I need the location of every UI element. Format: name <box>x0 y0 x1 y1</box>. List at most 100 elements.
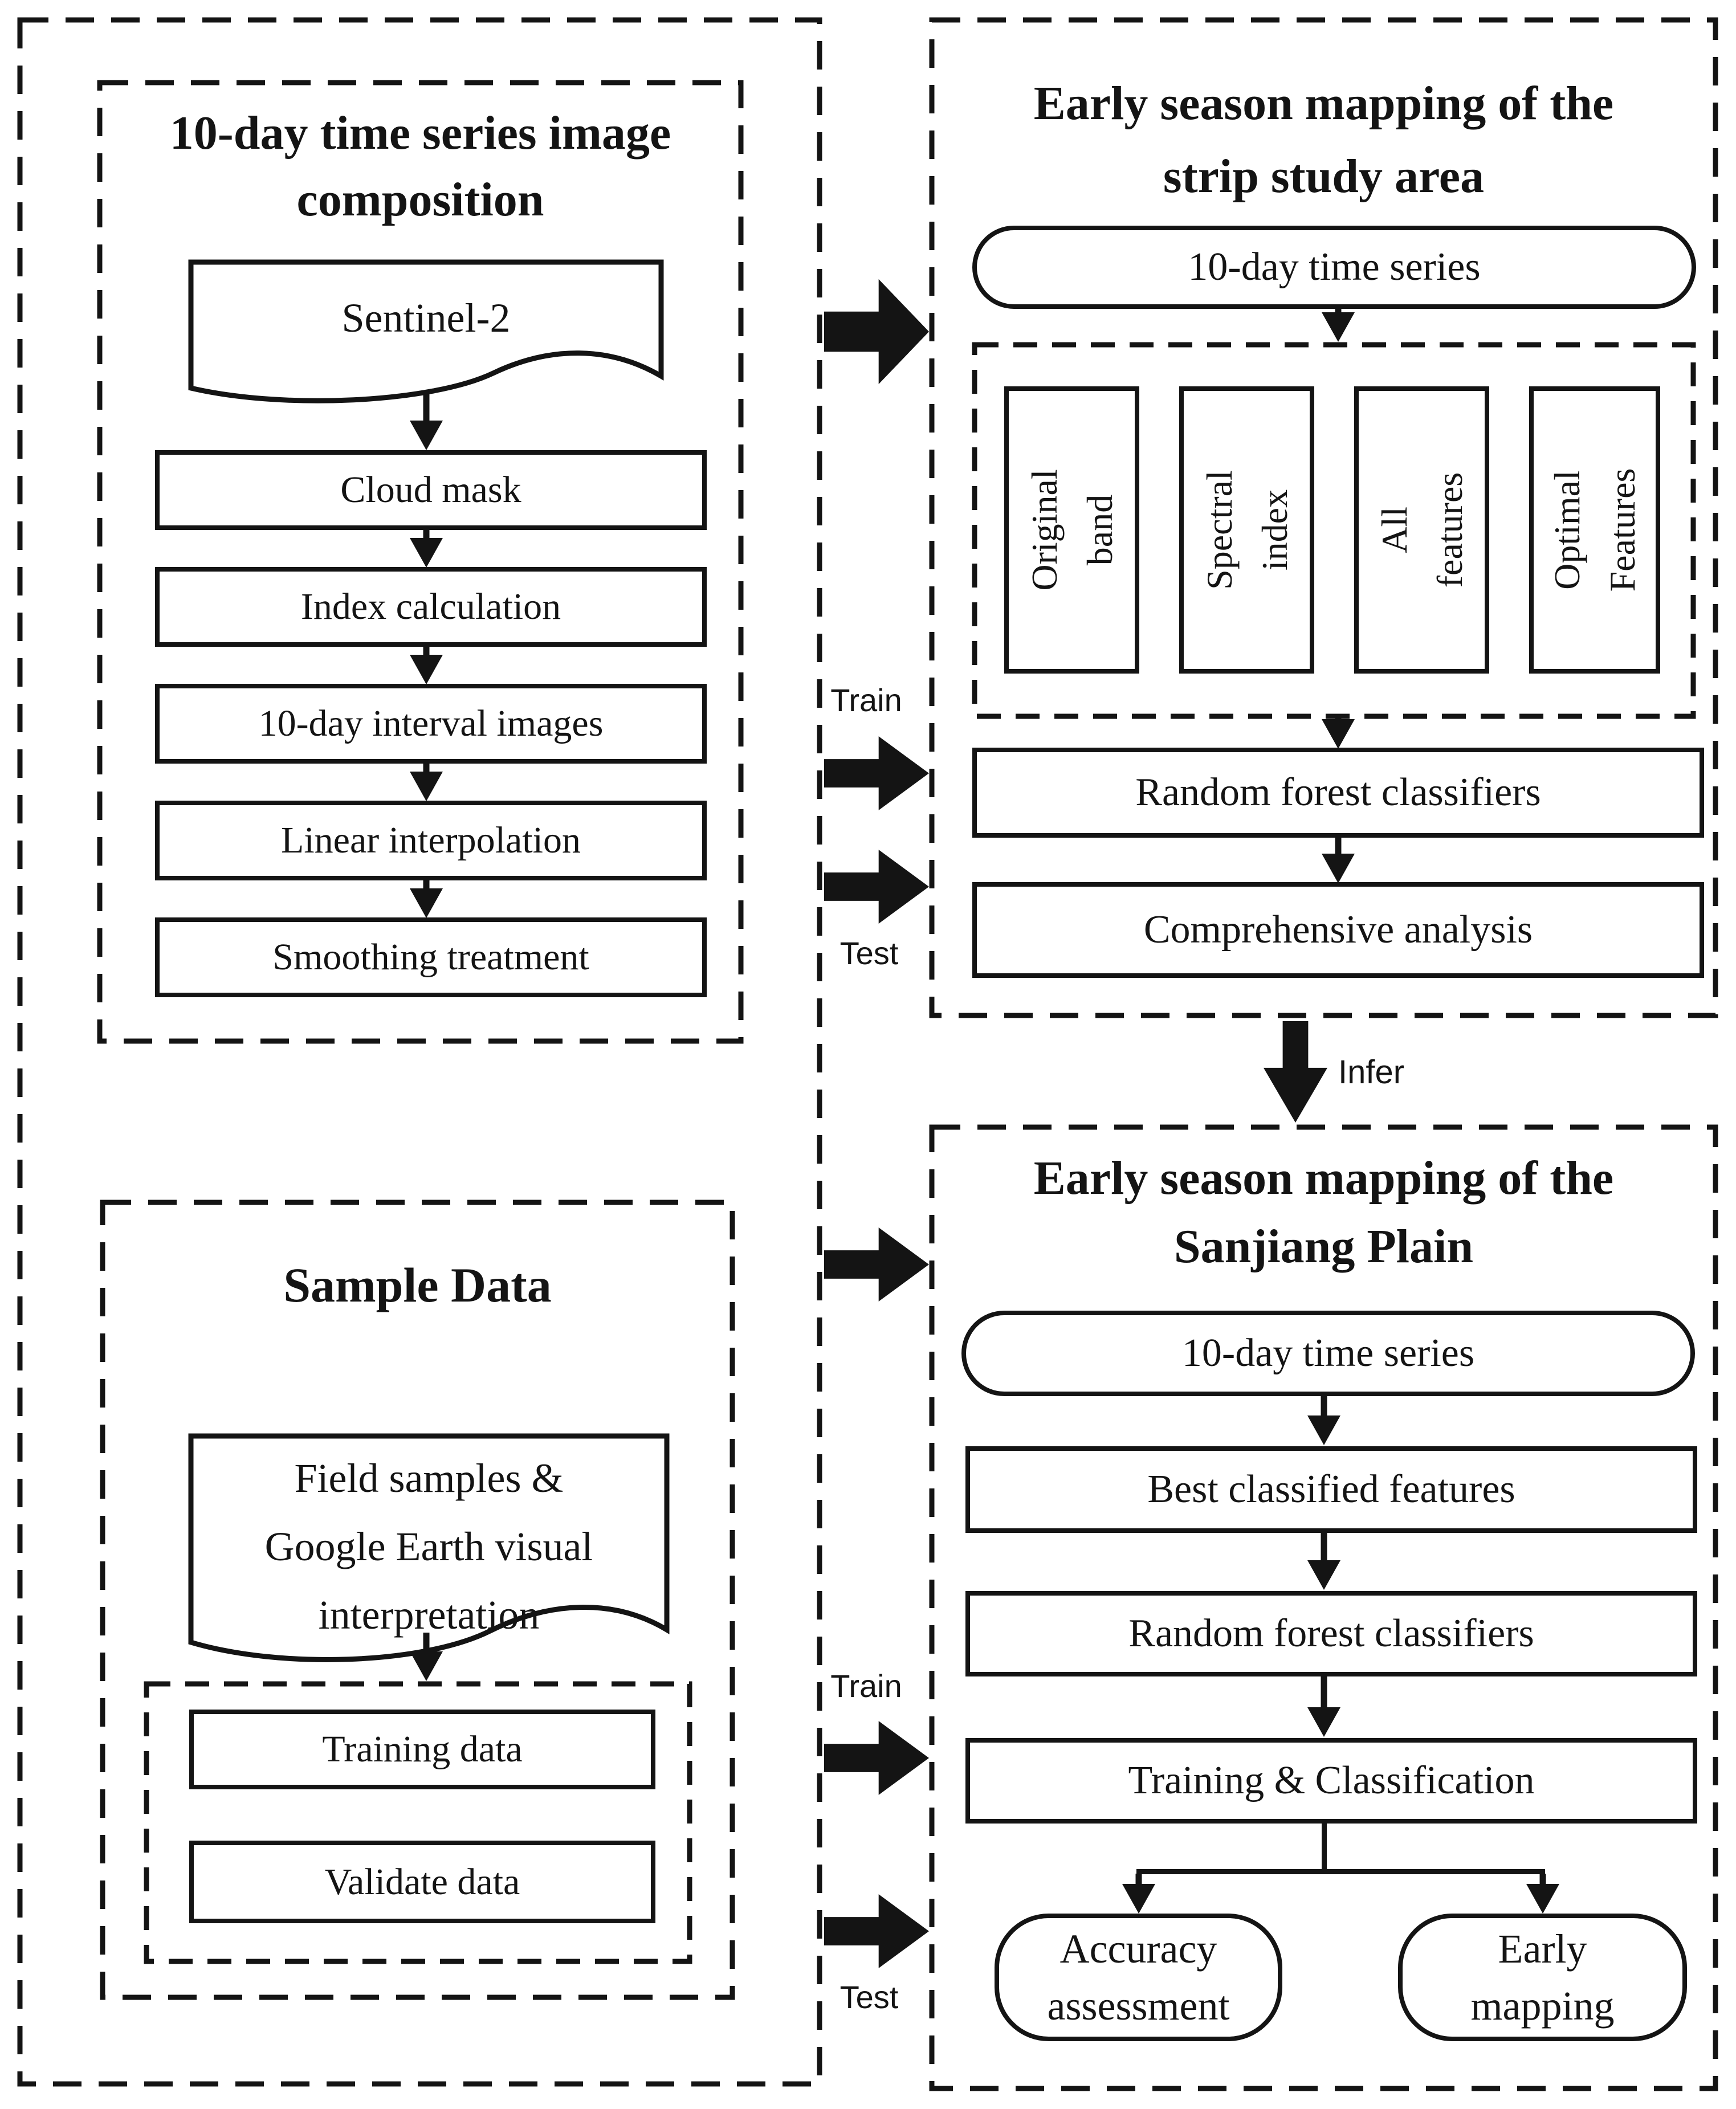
arrow-test-to-analysis-strip <box>824 850 929 924</box>
field-samples-line3: interpretation <box>318 1592 540 1638</box>
best-features-box: Best classified features <box>965 1446 1697 1533</box>
sentinel2-doc: Sentinel-2 <box>188 259 664 419</box>
sanjiang-timeseries-label: 10-day time series <box>1181 1331 1475 1375</box>
best-features-label: Best classified features <box>1147 1467 1515 1511</box>
sample-data-title: Sample Data <box>283 1258 552 1312</box>
sanjiang-title-line2: Sanjiang Plain <box>1173 1220 1474 1273</box>
feature-original-band-text: Original band <box>1017 390 1127 670</box>
composition-title-line1: 10-day time series image <box>169 107 671 160</box>
arrow-index-to-interval <box>410 646 443 684</box>
accuracy-line2: assessment <box>1047 1983 1230 2029</box>
composition-panel-border <box>97 80 744 1044</box>
document-shape-icon <box>188 259 664 403</box>
strip-title-line2: strip study area <box>1163 150 1485 203</box>
feature-optimal-features-text: Optimal Features <box>1539 390 1650 670</box>
arrow-rf-to-training <box>1307 1675 1340 1737</box>
arrow-features-to-rf <box>1322 717 1355 749</box>
features-panel-border <box>972 342 1696 719</box>
arrow-infer <box>1264 1021 1327 1123</box>
strip-title-line1: Early season mapping of the <box>1033 77 1614 130</box>
feature-spectral-index-box: Spectral index <box>1179 386 1314 674</box>
composition-title-line2: composition <box>296 173 544 226</box>
smoothing-treatment-box: Smoothing treatment <box>155 917 707 997</box>
feature-line: features <box>1429 472 1470 588</box>
feature-line: All <box>1374 507 1415 553</box>
arrow-composition-to-strip <box>824 279 929 385</box>
feature-line: Original <box>1024 469 1065 591</box>
arrow-test-to-assessment <box>824 1894 929 1968</box>
arrow-interval-to-linear <box>410 762 443 801</box>
early-mapping-line1: Early <box>1498 1926 1587 1972</box>
arrow-sentinel2-to-cloudmask <box>410 392 443 450</box>
train-label-upper: Train <box>830 682 902 718</box>
sanjiang-rf-label: Random forest classifiers <box>1128 1611 1534 1655</box>
left-outer-panel-border <box>17 17 822 2087</box>
field-samples-line2: Google Earth visual <box>264 1524 593 1569</box>
early-mapping-stadium: Early mapping <box>1398 1914 1687 2041</box>
strip-rf-box: Random forest classifiers <box>972 748 1704 838</box>
cloud-mask-label: Cloud mask <box>340 469 521 511</box>
sanjiang-title: Early season mapping of the Sanjiang Pla… <box>957 1144 1690 1281</box>
feature-line: band <box>1079 494 1120 566</box>
feature-spectral-index-text: Spectral index <box>1192 390 1302 670</box>
validate-data-label: Validate data <box>324 1861 520 1903</box>
strip-title: Early season mapping of the strip study … <box>957 67 1690 213</box>
strip-mapping-panel-border <box>929 17 1718 1018</box>
cloud-mask-box: Cloud mask <box>155 450 707 530</box>
arrow-linear-to-smoothing <box>410 879 443 918</box>
arrow-best-to-rf <box>1307 1532 1340 1590</box>
feature-line: Spectral <box>1199 470 1240 590</box>
arrow-train-to-classification <box>824 1721 929 1795</box>
accuracy-line1: Accuracy <box>1059 1926 1217 1972</box>
smoothing-treatment-label: Smoothing treatment <box>272 936 589 978</box>
training-classification-box: Training & Classification <box>965 1738 1697 1824</box>
index-calculation-box: Index calculation <box>155 567 707 647</box>
sanjiang-title-line1: Early season mapping of the <box>1033 1152 1614 1205</box>
interval-images-box: 10-day interval images <box>155 684 707 764</box>
arrow-rf-to-analysis <box>1322 837 1355 883</box>
arrow-fieldsamples-to-split <box>410 1633 443 1681</box>
test-label-lower: Test <box>840 1979 899 2015</box>
strip-timeseries-label: 10-day time series <box>1188 244 1481 289</box>
arrow-stadium-to-features <box>1322 308 1355 342</box>
feature-all-features-text: All features <box>1367 390 1477 670</box>
feature-all-features-box: All features <box>1354 386 1489 674</box>
field-samples-doc: Field samples & Google Earth visual inte… <box>188 1433 670 1678</box>
sanjiang-timeseries-stadium: 10-day time series <box>961 1311 1695 1396</box>
comprehensive-analysis-label: Comprehensive analysis <box>1143 907 1533 952</box>
sanjiang-rf-box: Random forest classifiers <box>965 1591 1697 1676</box>
strip-rf-label: Random forest classifiers <box>1135 770 1541 814</box>
feature-original-band-box: Original band <box>1004 386 1139 674</box>
comprehensive-analysis-box: Comprehensive analysis <box>972 882 1704 978</box>
interval-images-label: 10-day interval images <box>258 703 604 745</box>
feature-optimal-features-box: Optimal Features <box>1529 386 1660 674</box>
arrow-sample-to-sanjiang <box>824 1227 929 1302</box>
sentinel2-label: Sentinel-2 <box>341 295 511 341</box>
feature-line: index <box>1254 489 1295 571</box>
index-calculation-label: Index calculation <box>300 586 561 628</box>
arrow-cloudmask-to-index <box>410 529 443 568</box>
training-data-label: Training data <box>322 1728 523 1771</box>
arrow-branch-to-early <box>1526 1874 1559 1914</box>
strip-timeseries-stadium: 10-day time series <box>972 226 1696 309</box>
arrow-stadium-to-best <box>1307 1395 1340 1445</box>
linear-interpolation-label: Linear interpolation <box>281 819 581 862</box>
branch-stem-line <box>1322 1822 1327 1874</box>
arrow-branch-to-accuracy <box>1122 1874 1155 1914</box>
document-shape-icon <box>188 1433 670 1662</box>
accuracy-assessment-stadium: Accuracy assessment <box>995 1914 1282 2041</box>
arrow-train-to-rf-strip <box>824 736 929 810</box>
branch-cross-line <box>1136 1869 1545 1874</box>
test-label-upper: Test <box>840 935 899 971</box>
sanjiang-mapping-panel-border <box>929 1124 1718 2091</box>
train-label-lower: Train <box>830 1668 902 1704</box>
early-mapping-line2: mapping <box>1470 1983 1615 2029</box>
linear-interpolation-box: Linear interpolation <box>155 801 707 880</box>
training-data-box: Training data <box>189 1710 655 1789</box>
sample-panel-border <box>100 1200 735 2000</box>
feature-line: Optimal <box>1547 470 1587 590</box>
composition-title: 10-day time series image composition <box>125 100 715 233</box>
sample-split-panel-border <box>144 1681 692 1964</box>
validate-data-box: Validate data <box>189 1841 655 1923</box>
